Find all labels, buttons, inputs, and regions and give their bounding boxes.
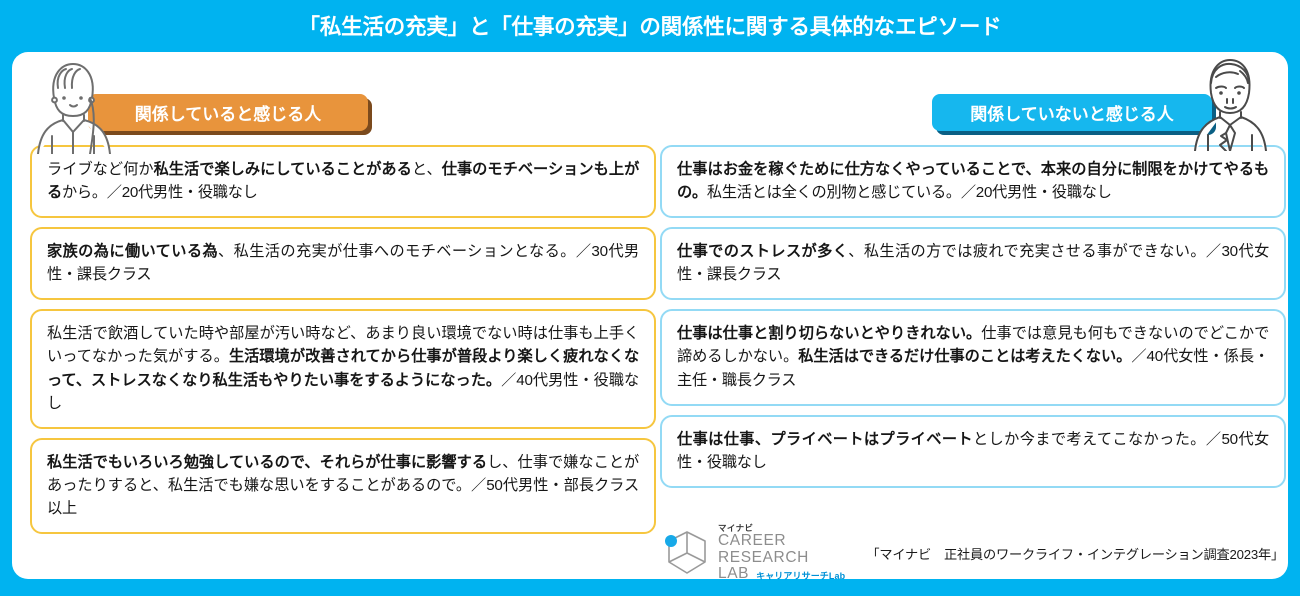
quote-text: 私生活で飲酒していた時や部屋が汚い時など、あまり良い環境でない時は仕事も上手くい… [47, 325, 639, 412]
quote-text: 仕事でのストレスが多く、私生活の方では疲れで充実させる事ができない。／30代女性… [677, 243, 1270, 284]
cube-logo-icon [660, 529, 714, 577]
pill-label-not-related: 関係していないと感じる人 [932, 93, 1212, 131]
source-citation: 「マイナビ 正社員のワークライフ・インテグレーション調査2023年」 [866, 546, 1284, 562]
logo-wordmark: マイナビ CAREER RESEARCH LAB キャリアリサーチLab [714, 524, 866, 583]
pill-label-related: 関係していると感じる人 [88, 93, 368, 131]
quote-box: 仕事は仕事、プライベートはプライベートとしか今まで考えてこなかった。／50代女性… [660, 414, 1286, 488]
page-title: 「私生活の充実」と「仕事の充実」の関係性に関する具体的なエピソード [298, 14, 1002, 39]
quote-text: 家族の為に働いている為、私生活の充実が仕事へのモチベーションとなる。／30代男性… [47, 243, 639, 284]
quote-box: 仕事でのストレスが多く、私生活の方では疲れで充実させる事ができない。／30代女性… [660, 227, 1286, 301]
quote-text: 仕事は仕事と割り切らないとやりきれない。仕事では意見も何もできないのでどこかで諦… [677, 325, 1270, 389]
quote-column-not-related: 仕事はお金を稼ぐために仕方なくやっていることで、本来の自分に制限をかけてやるもの… [660, 145, 1286, 497]
quote-box: 私生活で飲酒していた時や部屋が汚い時など、あまり良い環境でない時は仕事も上手くい… [30, 309, 656, 429]
quote-box: 家族の為に働いている為、私生活の充実が仕事へのモチベーションとなる。／30代男性… [30, 227, 656, 301]
quote-box: 仕事はお金を稼ぐために仕方なくやっていることで、本来の自分に制限をかけてやるもの… [660, 145, 1286, 219]
man-avatar-icon [1186, 55, 1272, 152]
quote-text: ライブなど何か私生活で楽しみにしていることがあると、仕事のモチベーションも上がる… [47, 161, 640, 202]
quote-box: 仕事は仕事と割り切らないとやりきれない。仕事では意見も何もできないのでどこかで諦… [660, 309, 1286, 406]
career-research-lab-logo: マイナビ CAREER RESEARCH LAB キャリアリサーチLab [660, 524, 866, 583]
quote-text: 仕事は仕事、プライベートはプライベートとしか今まで考えてこなかった。／50代女性… [677, 430, 1269, 471]
quote-box: 私生活でもいろいろ勉強しているので、それらが仕事に影響するし、仕事で嫌なことがあ… [30, 437, 656, 535]
quote-text: 私生活でもいろいろ勉強しているので、それらが仕事に影響するし、仕事で嫌なことがあ… [47, 453, 639, 517]
woman-avatar-icon [30, 58, 116, 155]
quote-box: ライブなど何か私生活で楽しみにしていることがあると、仕事のモチベーションも上がる… [30, 145, 656, 219]
logo-japanese-text: キャリアリサーチLab [756, 571, 846, 582]
column-header-not-related: 関係していないと感じる人 [932, 92, 1216, 135]
logo-lab-text: LAB [718, 564, 750, 582]
column-header-related: 関係していると感じる人 [88, 92, 372, 135]
page-title-bar: 「私生活の充実」と「仕事の充実」の関係性に関する具体的なエピソード [0, 0, 1300, 50]
logo-mynavi-text: マイナビ [718, 522, 754, 533]
footer: マイナビ CAREER RESEARCH LAB キャリアリサーチLab 「マイ… [660, 524, 1286, 582]
logo-career-research-text: CAREER RESEARCH [718, 532, 809, 566]
quote-text: 仕事はお金を稼ぐために仕方なくやっていることで、本来の自分に制限をかけてやるもの… [677, 161, 1269, 202]
quote-column-related: ライブなど何か私生活で楽しみにしていることがあると、仕事のモチベーションも上がる… [30, 145, 656, 543]
